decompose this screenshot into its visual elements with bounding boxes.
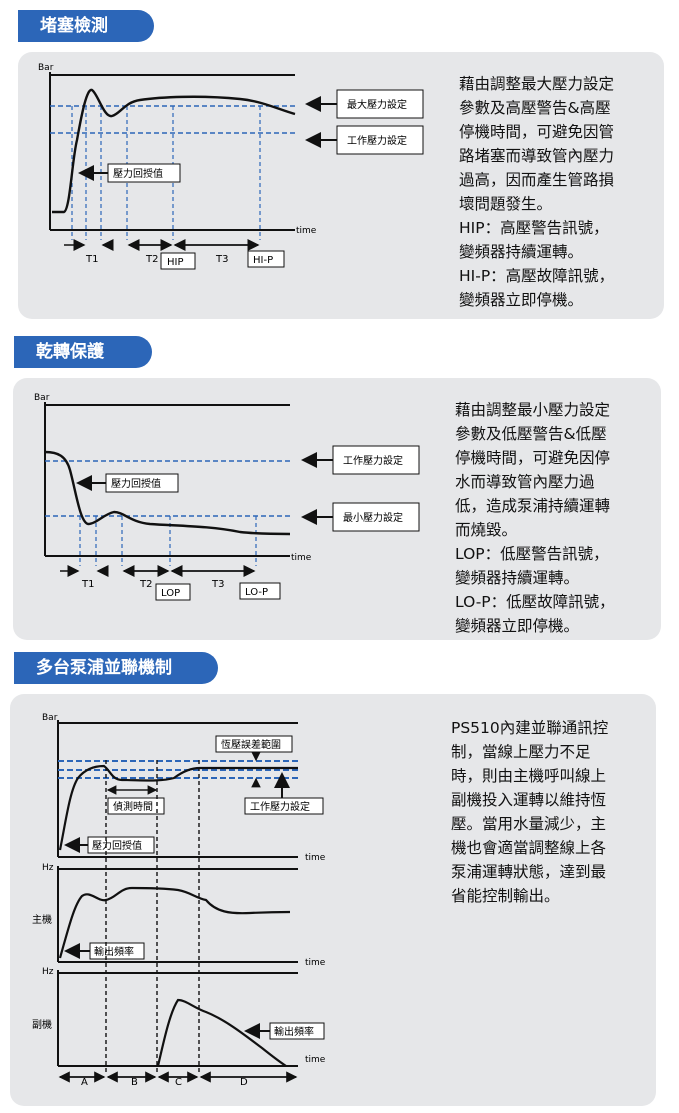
clog-t2: T2 (145, 254, 158, 265)
par-feedback-label: 壓力回授值 (92, 839, 142, 852)
clog-feedback-label: 壓力回授值 (113, 167, 163, 180)
par-time-label-2: time (305, 958, 326, 968)
dry-lop-box: LOP (161, 588, 180, 599)
par-row-slave: 副機 (32, 1018, 52, 1031)
panel-parallel (10, 694, 656, 1106)
clog-description: 藉由調整最大壓力設定 參數及高壓警告&高壓 停機時間，可避免因管 路堵塞而導致管… (459, 75, 615, 309)
par-row-host: 主機 (32, 913, 52, 926)
clog-hi-p-box: HI-P (253, 255, 273, 266)
clog-pressure-curve (52, 88, 296, 214)
par-detect-label: 偵測時間 (113, 800, 153, 813)
dry-work-label: 工作壓力設定 (343, 454, 403, 467)
dry-t2: T2 (139, 579, 152, 590)
dry-t3: T3 (211, 579, 224, 590)
clog-t3: T3 (215, 254, 228, 265)
dry-lo-p-box: LO-P (245, 587, 268, 598)
par-bar-label: Bar (42, 713, 58, 723)
dry-min-label: 最小壓力設定 (343, 511, 403, 524)
par-pressure-curve (58, 764, 298, 851)
par-hz-label-2: Hz (42, 967, 54, 977)
par-phase-d: D (240, 1077, 248, 1088)
par-host-curve (58, 886, 291, 959)
clog-work-label: 工作壓力設定 (347, 134, 407, 147)
par-slave-curve (156, 998, 287, 1067)
par-time-label-3: time (305, 1055, 326, 1065)
par-freq-label-2: 輸出頻率 (274, 1025, 314, 1038)
par-hz-label-1: Hz (42, 863, 54, 873)
dry-time-label: time (291, 553, 312, 563)
par-tolerance-label: 恆壓誤差範圍 (221, 738, 281, 751)
section-title-parallel: 多台泵浦並聯機制 (14, 652, 218, 684)
dry-pressure-curve (44, 450, 291, 536)
dry-run-description: 藉由調整最小壓力設定 參數及低壓警告&低壓 停機時間，可避免因停 水而導致管內壓… (455, 401, 615, 635)
section-title-dry-run: 乾轉保護 (14, 336, 152, 368)
dry-t1: T1 (81, 579, 94, 590)
par-time-label-1: time (305, 853, 326, 863)
par-freq-label-1: 輸出頻率 (94, 945, 134, 958)
par-phase-b: B (131, 1077, 138, 1088)
section-title-clog: 堵塞檢測 (18, 10, 154, 42)
dry-feedback-label: 壓力回授值 (111, 477, 161, 490)
par-work-label: 工作壓力設定 (250, 800, 310, 813)
clog-hip-box: HIP (167, 257, 184, 268)
clog-max-label: 最大壓力設定 (347, 98, 407, 111)
dry-bar-label: Bar (34, 393, 50, 403)
par-phase-c: C (175, 1077, 182, 1088)
clog-time-label: time (296, 226, 317, 236)
clog-bar-label: Bar (38, 63, 54, 73)
parallel-description: PS510內建並聯通訊控 制，當線上壓力不足 時，則由主機呼叫線上 副機投入運轉… (451, 719, 609, 905)
clog-t1: T1 (85, 254, 98, 265)
par-phase-a: A (81, 1077, 88, 1088)
